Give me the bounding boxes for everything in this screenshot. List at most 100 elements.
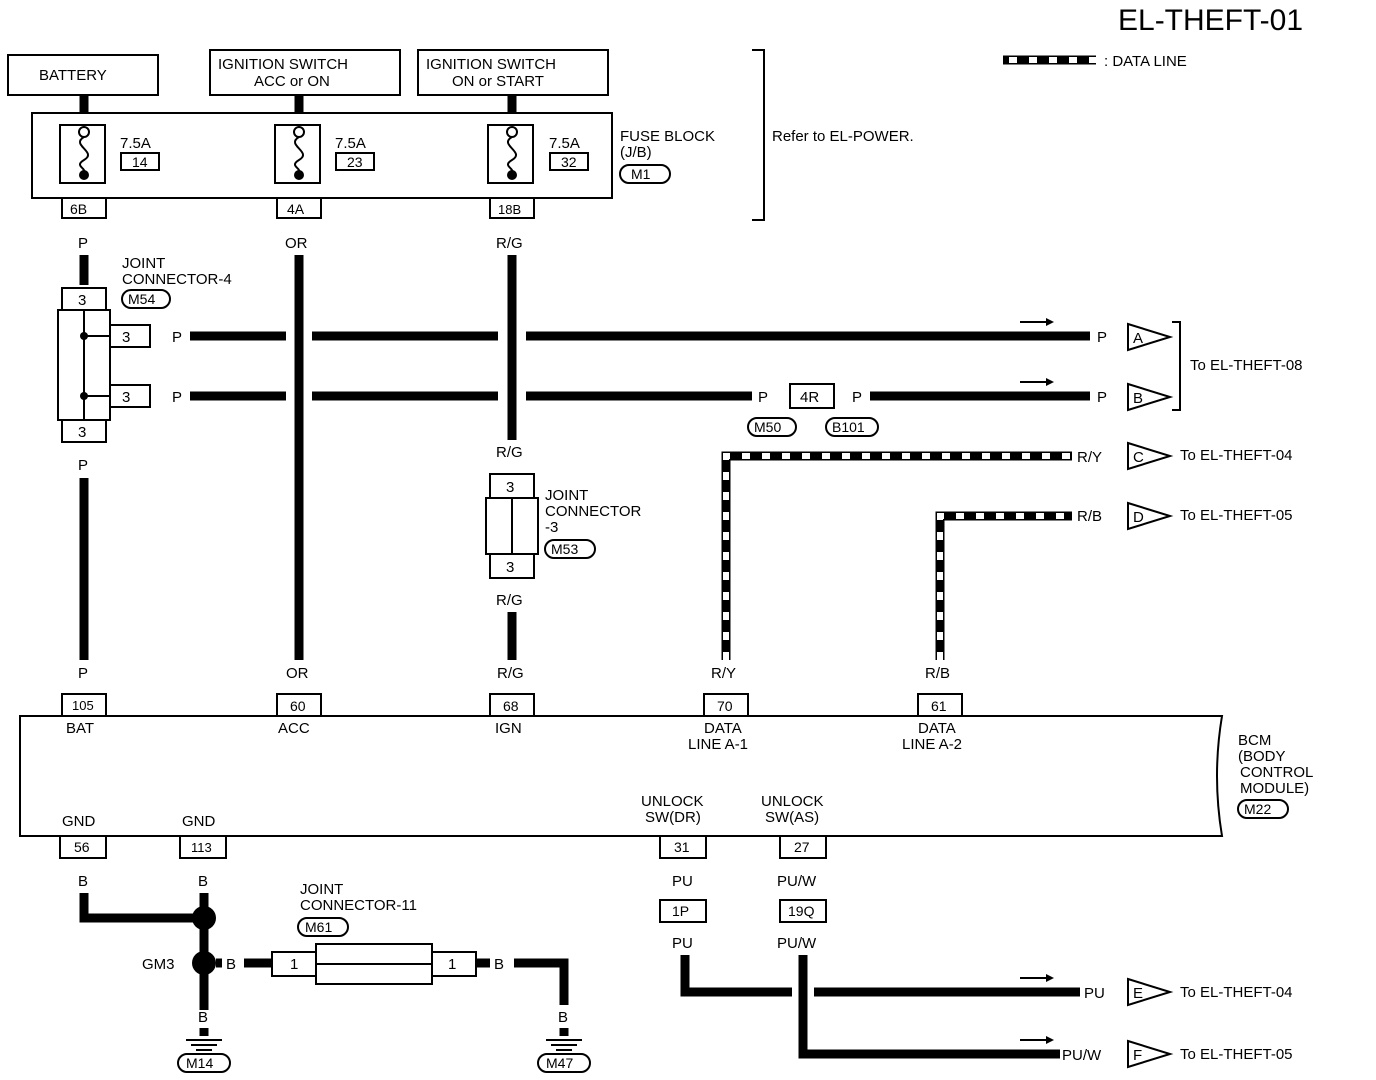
connector-letter-f: F [1133, 1047, 1142, 1064]
svg-text:JOINT: JOINT [300, 881, 343, 898]
ignition-acc-box: IGNITION SWITCH ACC or ON [209, 49, 401, 96]
svg-text:P: P [1097, 329, 1107, 346]
svg-text:68: 68 [503, 698, 519, 714]
svg-text:JOINT: JOINT [545, 487, 588, 504]
svg-text:P: P [78, 235, 88, 252]
bcm-top-pins: P 105 OR 60 R/G 68 R/Y 70 R/B 61 [61, 665, 963, 717]
svg-text:CONNECTOR: CONNECTOR [545, 503, 642, 520]
svg-text:27: 27 [794, 839, 810, 855]
branch-a: P P A [172, 318, 1174, 352]
svg-text:CONTROL: CONTROL [1240, 764, 1313, 781]
svg-text:MODULE): MODULE) [1240, 780, 1309, 797]
svg-text:M1: M1 [631, 166, 651, 182]
connector-letter-c: C [1133, 449, 1144, 466]
svg-text:4A: 4A [287, 201, 305, 217]
svg-text:7.5A: 7.5A [120, 135, 151, 152]
svg-text:B: B [78, 873, 88, 890]
svg-text:IGNITION SWITCH: IGNITION SWITCH [426, 56, 556, 73]
svg-text:DATA: DATA [704, 720, 742, 737]
svg-text:IGN: IGN [495, 720, 522, 737]
svg-text:BAT: BAT [66, 720, 94, 737]
svg-text:14: 14 [132, 154, 148, 170]
svg-text:M61: M61 [305, 919, 332, 935]
joint-connector-4: JOINT CONNECTOR-4 M54 3 3 3 3 [57, 255, 232, 443]
svg-text:-3: -3 [545, 519, 558, 536]
svg-text:R/Y: R/Y [711, 665, 736, 682]
svg-text:3: 3 [78, 424, 86, 441]
svg-text:P: P [78, 457, 88, 474]
svg-text:P: P [78, 665, 88, 682]
svg-text:BATTERY: BATTERY [39, 67, 107, 84]
data-line-d: R/B D To EL-THEFT-05 [935, 501, 1293, 660]
svg-text:R/B: R/B [1077, 508, 1102, 525]
battery-box: BATTERY [7, 54, 159, 96]
svg-text:ACC: ACC [278, 720, 310, 737]
svg-text:P: P [758, 389, 768, 406]
svg-text:ACC or ON: ACC or ON [254, 73, 330, 90]
svg-text:M50: M50 [754, 419, 781, 435]
svg-text:M53: M53 [551, 541, 578, 557]
legend: : DATA LINE [1003, 53, 1187, 70]
svg-text:P: P [172, 329, 182, 346]
data-line-c: R/Y C To EL-THEFT-04 [721, 441, 1293, 660]
svg-text:B101: B101 [832, 419, 865, 435]
svg-text:PU: PU [672, 873, 693, 890]
svg-text:B: B [494, 956, 504, 973]
fuse-14: 7.5A 14 [59, 124, 160, 184]
svg-text:70: 70 [717, 698, 733, 714]
svg-text:19Q: 19Q [788, 903, 815, 919]
svg-text:R/G: R/G [496, 592, 523, 609]
connector-letter-e: E [1133, 985, 1143, 1002]
connector-letter-b: B [1133, 390, 1143, 407]
ground-circuit: B B GM3 B B M14 JOINT CONNECTOR-11 M61 1… [78, 873, 591, 1073]
fuse-32: 7.5A 32 [487, 124, 589, 184]
svg-text:PU/W: PU/W [777, 873, 817, 890]
fuse-23: 7.5A 23 [274, 124, 375, 184]
svg-text:B: B [558, 1009, 568, 1026]
svg-text:OR: OR [285, 235, 308, 252]
svg-text:To EL-THEFT-05: To EL-THEFT-05 [1180, 1046, 1293, 1063]
svg-text:1: 1 [290, 956, 298, 973]
svg-text:R/B: R/B [925, 665, 950, 682]
svg-text:18B: 18B [498, 202, 521, 217]
svg-text:M54: M54 [128, 291, 155, 307]
svg-text:M22: M22 [1244, 801, 1271, 817]
svg-text:OR: OR [286, 665, 309, 682]
svg-text:LINE A-2: LINE A-2 [902, 736, 962, 753]
unlock-dr-circuit: PU 1P PU PU E To EL-THEFT-04 [659, 873, 1293, 1007]
svg-text:(BODY: (BODY [1238, 748, 1286, 765]
svg-text:3: 3 [506, 559, 514, 576]
svg-text:6B: 6B [70, 201, 87, 217]
svg-text:LINE A-1: LINE A-1 [688, 736, 748, 753]
svg-text:105: 105 [72, 698, 94, 713]
svg-text:32: 32 [561, 154, 577, 170]
svg-text:M14: M14 [186, 1055, 213, 1071]
diagram-title: EL-THEFT-01 [1118, 4, 1303, 37]
svg-text:P: P [852, 389, 862, 406]
svg-text:SW(DR): SW(DR) [645, 809, 701, 826]
svg-text:31: 31 [674, 839, 690, 855]
branch-b: P P 4R P P B M50 B101 [172, 378, 1174, 437]
svg-text:FUSE BLOCK: FUSE BLOCK [620, 128, 715, 145]
svg-text:B: B [198, 1009, 208, 1026]
svg-text:R/G: R/G [497, 665, 524, 682]
svg-text:M47: M47 [546, 1055, 573, 1071]
svg-text:CONNECTOR-11: CONNECTOR-11 [300, 897, 417, 914]
svg-text:4R: 4R [800, 389, 819, 406]
svg-text:7.5A: 7.5A [549, 135, 580, 152]
svg-text:PU: PU [672, 935, 693, 952]
fuse-pins: 6B 4A 18B [61, 197, 535, 219]
svg-text:3: 3 [78, 292, 86, 309]
svg-text:PU/W: PU/W [1062, 1047, 1102, 1064]
svg-text:(J/B): (J/B) [620, 144, 652, 161]
joint-connector-3: R/G 3 3 JOINT CONNECTOR -3 M53 R/G [485, 444, 642, 609]
svg-text:CONNECTOR-4: CONNECTOR-4 [122, 271, 232, 288]
connector-letter-a: A [1133, 330, 1143, 347]
svg-text:IGNITION SWITCH: IGNITION SWITCH [218, 56, 348, 73]
unlock-as-circuit: PU/W 19Q PU/W PU/W F To EL-THEFT-05 [777, 873, 1293, 1069]
svg-text:GND: GND [182, 813, 216, 830]
svg-text:UNLOCK: UNLOCK [641, 793, 704, 810]
svg-text:23: 23 [347, 154, 363, 170]
bcm-bottom-pins: 56 113 31 27 [59, 835, 827, 859]
